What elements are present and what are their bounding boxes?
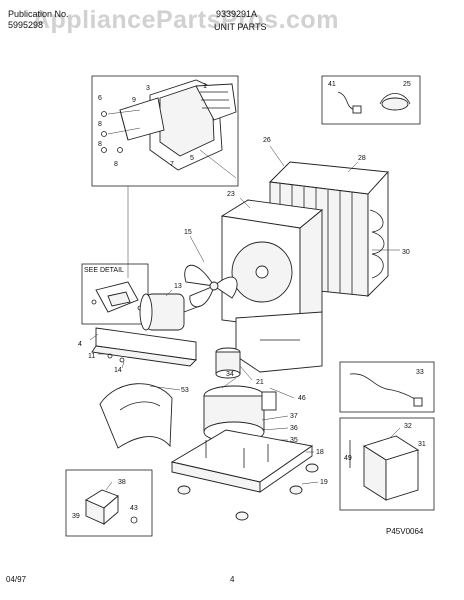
callout-4: 4 [78,341,82,348]
callout-7: 7 [170,161,174,168]
insulation-wrap: 53 [99,383,189,449]
callout-26: 26 [263,137,271,144]
callout-6: 6 [98,95,102,102]
footer-date: 04/97 [6,575,27,584]
diagram-code: P45V0064 [386,527,424,536]
callout-21: 21 [256,379,264,386]
callout-38: 38 [118,479,126,486]
publication-number: 5995298 [8,20,44,30]
callout-35: 35 [290,437,298,444]
watermark: AppliancePartsPros.com [32,6,339,34]
callout-41: 41 [328,81,336,88]
callout-19: 19 [320,479,328,486]
callout-8c: 8 [114,161,118,168]
callout-25: 25 [403,81,411,88]
callout-39: 39 [72,513,80,520]
callout-53: 53 [181,387,189,394]
switch-detail-box: 38 39 43 [65,469,153,537]
drain-tank-box: 32 31 49 [339,417,435,511]
footer-page-number: 4 [230,575,235,584]
callout-11: 11 [88,353,95,360]
callout-34: 34 [226,371,234,378]
callout-14: 14 [114,367,122,374]
harness-detail-box: 41 25 [321,75,421,125]
callout-46: 46 [298,395,306,402]
wire-harness-box: 33 [339,361,435,413]
callout-31: 31 [418,441,426,448]
callout-5: 5 [190,155,194,162]
callout-3: 3 [146,85,150,92]
callout-15: 15 [184,229,192,236]
callout-33: 33 [416,369,424,376]
callout-32: 32 [404,423,412,430]
callout-23: 23 [227,191,235,198]
callout-36: 36 [290,425,298,432]
motor-mount-bracket: 4 11 14 [78,327,197,374]
publication-label: Publication No. [8,9,69,19]
fan-bracket-detail-box: 3 1 9 6 8 8 8 7 5 [91,75,239,278]
see-detail-label: SEE DETAIL [84,267,124,274]
model-number: 9339291A [216,9,258,19]
callout-43: 43 [130,505,138,512]
callout-28: 28 [358,155,366,162]
base-pan: 18 19 [170,429,328,521]
callout-1: 1 [203,83,207,90]
callout-13: 13 [174,283,182,290]
callout-30: 30 [402,249,410,256]
callout-37: 37 [290,413,298,420]
fan-motor: 13 [139,283,201,331]
fan-blade: 15 [184,229,238,308]
compressor: 34 46 37 36 35 [203,371,306,444]
callout-9: 9 [132,97,136,104]
callout-8b: 8 [98,141,102,148]
see-detail-box [81,263,149,325]
section-title: UNIT PARTS [214,22,267,32]
callout-18: 18 [316,449,324,456]
capacitor: 21 [215,347,264,386]
callout-49: 49 [344,455,352,462]
callout-8a: 8 [98,121,102,128]
